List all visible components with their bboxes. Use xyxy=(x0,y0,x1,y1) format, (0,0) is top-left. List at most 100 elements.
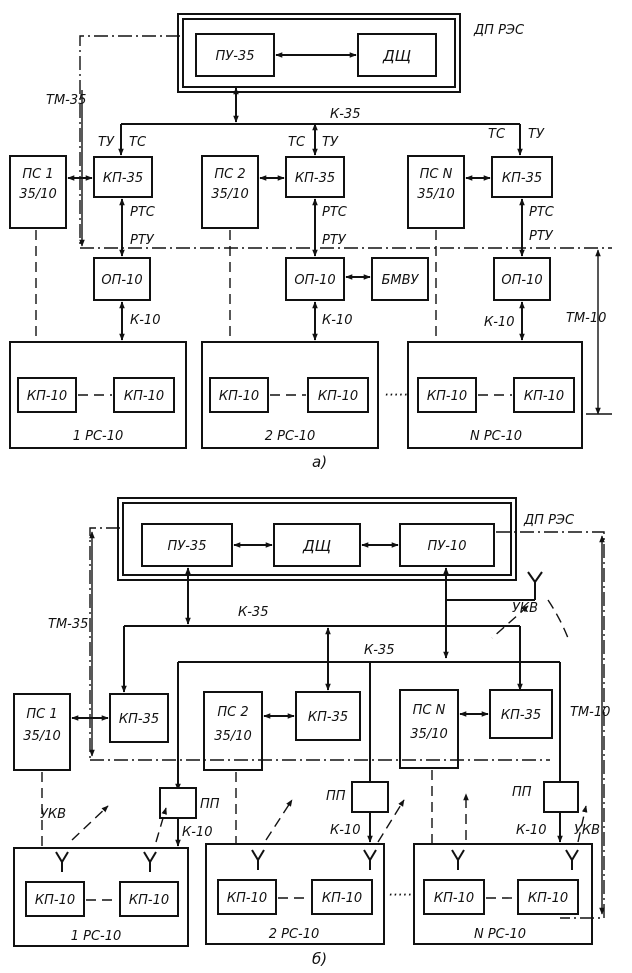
kp10-label-na-a: КП-10 xyxy=(427,389,467,404)
k10-label-2-a: К-10 xyxy=(322,313,352,328)
dp-res-label-b: ДП РЭС xyxy=(523,513,575,528)
pp-label-1-b: ПП xyxy=(200,797,220,812)
ukv-label-dp-b: УКВ xyxy=(512,601,538,616)
ps1-voltage-b: 35/10 xyxy=(23,729,60,744)
rts-label-n-a: РТС xyxy=(529,205,555,220)
k10-label-n-b: К-10 xyxy=(516,823,546,838)
pu10-label-b: ПУ-10 xyxy=(428,539,467,554)
ukv-label-1-b: УКВ xyxy=(40,807,66,822)
k10-label-1-b: К-10 xyxy=(182,825,212,840)
tm35-boundary-b xyxy=(89,527,120,760)
tm10-label-a: ТМ-10 xyxy=(566,311,606,326)
dsh-block-a: ДЩ xyxy=(357,33,437,77)
rsn-label-b: N РС-10 xyxy=(474,927,526,942)
ellipsis-b: ····· xyxy=(388,886,412,904)
scheme-a: ДП РЭС ПУ-35 ДЩ К-35 ТМ-35 ТУ ТС КП-35 П… xyxy=(9,13,612,471)
column-2-a: ТС ТУ КП-35 ПС 2 35/10 РТС РТУ ОП-10 БМВ… xyxy=(201,123,429,449)
k35-label-a: К-35 xyxy=(330,107,360,122)
kp10-label-1b-b: КП-10 xyxy=(129,893,169,908)
kp10-label-na-b: КП-10 xyxy=(434,891,474,906)
rts-label-2-a: РТС xyxy=(322,205,348,220)
pu35-label-a: ПУ-35 xyxy=(216,49,255,64)
ukv-label-n-b: УКВ xyxy=(574,823,600,838)
tm35-label-a: ТМ-35 xyxy=(46,93,86,108)
scheme-b: ДП РЭС ПУ-35 ДЩ ПУ-10 ТМ-35 ТМ-10 К-35 К… xyxy=(13,497,610,968)
column-1-a: ТУ ТС КП-35 ПС 1 35/10 РТС РТУ ОП-10 К-1… xyxy=(9,124,187,449)
pp-label-n-b: ПП xyxy=(512,785,532,800)
tm35-label-b: ТМ-35 xyxy=(48,617,88,632)
rtu-label-2-a: РТУ xyxy=(322,233,347,248)
dp-res-frame-b xyxy=(117,497,517,581)
kp10-label-2a-a: КП-10 xyxy=(219,389,259,404)
rsn-label-a: N РС-10 xyxy=(470,429,522,444)
k35-label-2-b: К-35 xyxy=(364,643,394,658)
kp10-label-1a-b: КП-10 xyxy=(35,893,75,908)
column-1-b: КП-35 ПС 1 35/10 ПП К-10 УКВ КП-10 КП-10 xyxy=(13,693,220,947)
pu35-block-a: ПУ-35 xyxy=(195,33,275,77)
column-n-a: ТС ТУ КП-35 ПС N 35/10 РТС РТУ ОП-10 К-1… xyxy=(407,124,583,449)
kp35-label-n-b: КП-35 xyxy=(501,708,541,723)
op10-label-1-a: ОП-10 xyxy=(101,273,142,288)
pp-label-2-b: ПП xyxy=(326,789,346,804)
ps2-label-b: ПС 2 xyxy=(217,705,248,720)
tu-label-2-a: ТУ xyxy=(322,135,339,150)
kp35-label-1-a: КП-35 xyxy=(103,171,143,186)
psn-label-b: ПС N xyxy=(413,703,446,718)
ps2-label-a: ПС 2 xyxy=(214,167,245,182)
rs1-label-a: 1 РС-10 xyxy=(73,429,124,444)
dsh-label-a: ДЩ xyxy=(382,47,411,65)
column-2-b: КП-35 ПС 2 35/10 ПП К-10 КП-10 КП-10 2 xyxy=(203,691,405,945)
rtu-label-1-a: РТУ xyxy=(130,233,155,248)
kp10-label-nb-b: КП-10 xyxy=(528,891,568,906)
psn-voltage-b: 35/10 xyxy=(410,727,447,742)
kp35-label-2-b: КП-35 xyxy=(308,710,348,725)
ts-label-2-a: ТС xyxy=(288,135,306,150)
k10-label-n-a: К-10 xyxy=(484,315,514,330)
tu-label-1-a: ТУ xyxy=(98,135,115,150)
k35-label-b: К-35 xyxy=(238,605,268,620)
ps2-voltage-a: 35/10 xyxy=(211,187,248,202)
ukv-link-dp-b xyxy=(491,605,529,639)
rs2-label-a: 2 РС-10 xyxy=(265,429,316,444)
ps2-voltage-b: 35/10 xyxy=(214,729,251,744)
dp-res-label-a: ДП РЭС xyxy=(473,23,525,38)
rs2-label-b: 2 РС-10 xyxy=(269,927,320,942)
caption-b: б) xyxy=(312,950,327,968)
kp35-label-n-a: КП-35 xyxy=(502,171,542,186)
rts-label-1-a: РТС xyxy=(130,205,156,220)
ukv-antenna-dp-b: УКВ xyxy=(491,571,569,639)
ukv-link-2-b xyxy=(265,799,293,841)
dp-res-frame-a xyxy=(177,13,461,93)
kp10-label-1b-a: КП-10 xyxy=(124,389,164,404)
column-n-b: КП-35 ПС N 35/10 ПП К-10 УКВ КП-10 КП-10 xyxy=(399,689,600,945)
caption-a: а) xyxy=(312,453,327,471)
kp10-label-2b-b: КП-10 xyxy=(322,891,362,906)
tu-label-n-a: ТУ xyxy=(528,127,545,142)
op10-label-n-a: ОП-10 xyxy=(501,273,542,288)
kp35-label-1-b: КП-35 xyxy=(119,712,159,727)
ts-label-1-a: ТС xyxy=(129,135,147,150)
ukv-link-1-b xyxy=(71,805,109,841)
pu35-label-b: ПУ-35 xyxy=(168,539,207,554)
ellipsis-a: ····· xyxy=(384,386,408,404)
ps1-label-a: ПС 1 xyxy=(22,167,53,182)
kp10-label-2a-b: КП-10 xyxy=(227,891,267,906)
rs1-label-b: 1 РС-10 xyxy=(71,929,122,944)
kp10-label-2b-a: КП-10 xyxy=(318,389,358,404)
op10-label-2-a: ОП-10 xyxy=(294,273,335,288)
kp35-label-2-a: КП-35 xyxy=(295,171,335,186)
ps1-voltage-a: 35/10 xyxy=(19,187,56,202)
tm10-label-b: ТМ-10 xyxy=(570,705,610,720)
kp10-label-1a-a: КП-10 xyxy=(27,389,67,404)
k10-label-2-b: К-10 xyxy=(330,823,360,838)
rtu-label-n-a: РТУ xyxy=(529,229,554,244)
kp10-label-nb-a: КП-10 xyxy=(524,389,564,404)
k10-label-1-a: К-10 xyxy=(130,313,160,328)
ps1-label-b: ПС 1 xyxy=(26,707,57,722)
psn-label-a: ПС N xyxy=(420,167,453,182)
dsh-label-b: ДЩ xyxy=(302,537,331,555)
psn-voltage-a: 35/10 xyxy=(417,187,454,202)
bmvu-label-a: БМВУ xyxy=(382,273,420,288)
ts-label-n-a: ТС xyxy=(488,127,506,142)
